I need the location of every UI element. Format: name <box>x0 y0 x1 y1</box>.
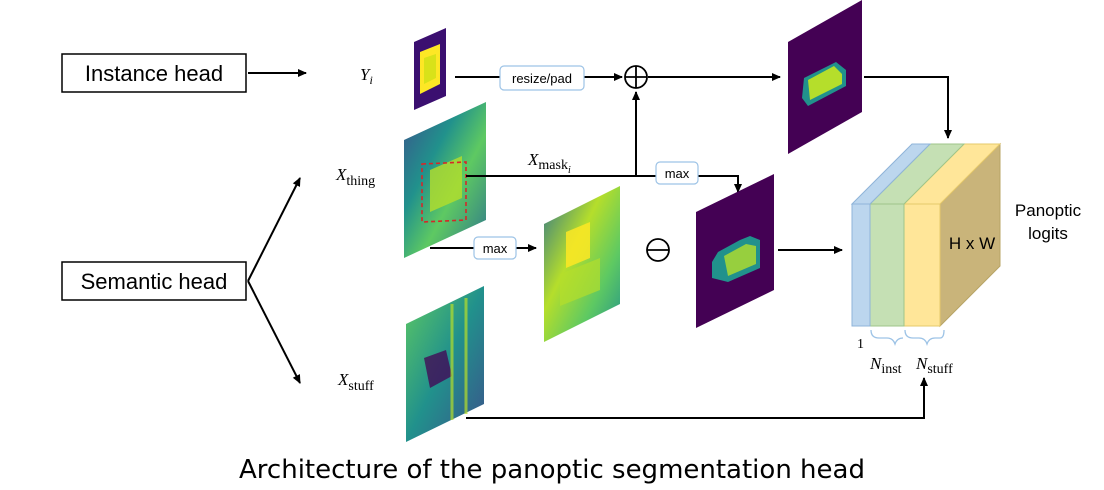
xstuff-to-logits-arrow <box>466 377 928 419</box>
xthing-label: Xthing <box>335 165 375 189</box>
hw-label: H x W <box>949 234 995 253</box>
minus-op <box>646 238 670 262</box>
svg-text:resize/pad: resize/pad <box>512 71 572 86</box>
plus-op <box>624 65 648 89</box>
max-feature-image <box>544 186 620 342</box>
thing-logit-image <box>788 0 862 154</box>
semantic-head-label: Semantic head <box>81 269 228 294</box>
stuff-masked-image <box>696 174 774 328</box>
semantic-to-xthing-arrow <box>247 177 301 282</box>
panoptic-label: Panoptic <box>1015 201 1082 220</box>
instance-head-label: Instance head <box>85 61 223 86</box>
semantic-head-box: Semantic head <box>61 261 247 301</box>
svg-text:max: max <box>665 166 690 181</box>
bbox-crop <box>421 161 467 223</box>
panoptic-logits-block: H x W <box>850 142 1002 328</box>
xstuff-label: Xstuff <box>337 370 374 394</box>
ninst-brace <box>870 329 904 347</box>
yi-label: Yi <box>360 65 373 87</box>
yi-mask-image <box>414 28 446 110</box>
xmask-label: Xmaski <box>527 150 571 176</box>
one-label: 1 <box>857 337 864 352</box>
nstuff-label: Nstuff <box>915 354 953 377</box>
resize-pad-op: resize/pad <box>499 65 585 91</box>
diagram-caption: Architecture of the panoptic segmentatio… <box>239 455 865 485</box>
ninst-label: Ninst <box>869 354 902 377</box>
nstuff-brace <box>904 329 945 347</box>
svg-text:max: max <box>483 241 508 256</box>
semantic-to-xstuff-arrow <box>247 280 301 384</box>
max-top-op: max <box>655 161 699 185</box>
xthing-feature-image <box>404 102 486 258</box>
logits-label: logits <box>1028 224 1068 243</box>
instance-head-box: Instance head <box>61 53 247 93</box>
xstuff-feature-image <box>406 286 484 442</box>
result-to-logits-arrow <box>864 76 952 139</box>
max-bottom-op: max <box>473 236 517 260</box>
